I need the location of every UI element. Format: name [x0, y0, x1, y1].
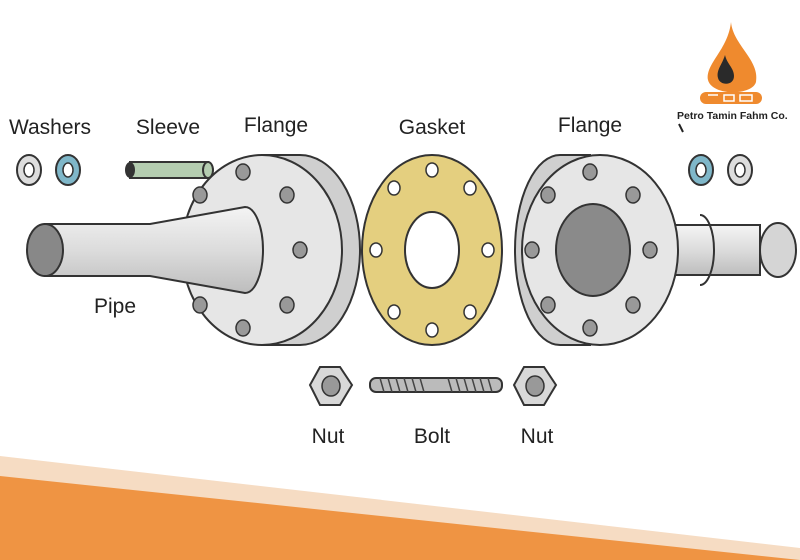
label-pipe: Pipe: [93, 295, 137, 318]
label-washers: Washers: [8, 116, 92, 139]
washer-right-2: [727, 154, 753, 186]
label-bolt: Bolt: [413, 425, 451, 448]
company-name: Petro Tamin Fahm Co.: [677, 110, 788, 122]
washer-left-1: [16, 154, 42, 186]
sleeve: [125, 161, 214, 179]
washer-right-1: [688, 154, 714, 186]
flange-right: [514, 154, 797, 346]
label-nut-right: Nut: [520, 425, 554, 448]
nut-right: [512, 366, 558, 406]
washer-left-2: [55, 154, 81, 186]
label-flange-left: Flange: [243, 114, 309, 137]
label-gasket: Gasket: [398, 116, 466, 139]
label-nut-left: Nut: [311, 425, 345, 448]
nut-left: [308, 366, 354, 406]
pipe-left: [26, 205, 264, 295]
label-flange-right: Flange: [557, 114, 623, 137]
label-sleeve: Sleeve: [135, 116, 201, 139]
gasket: [361, 154, 503, 346]
bolt: [369, 377, 503, 393]
company-logo: [678, 22, 762, 133]
decor-band-orange: [0, 476, 800, 560]
